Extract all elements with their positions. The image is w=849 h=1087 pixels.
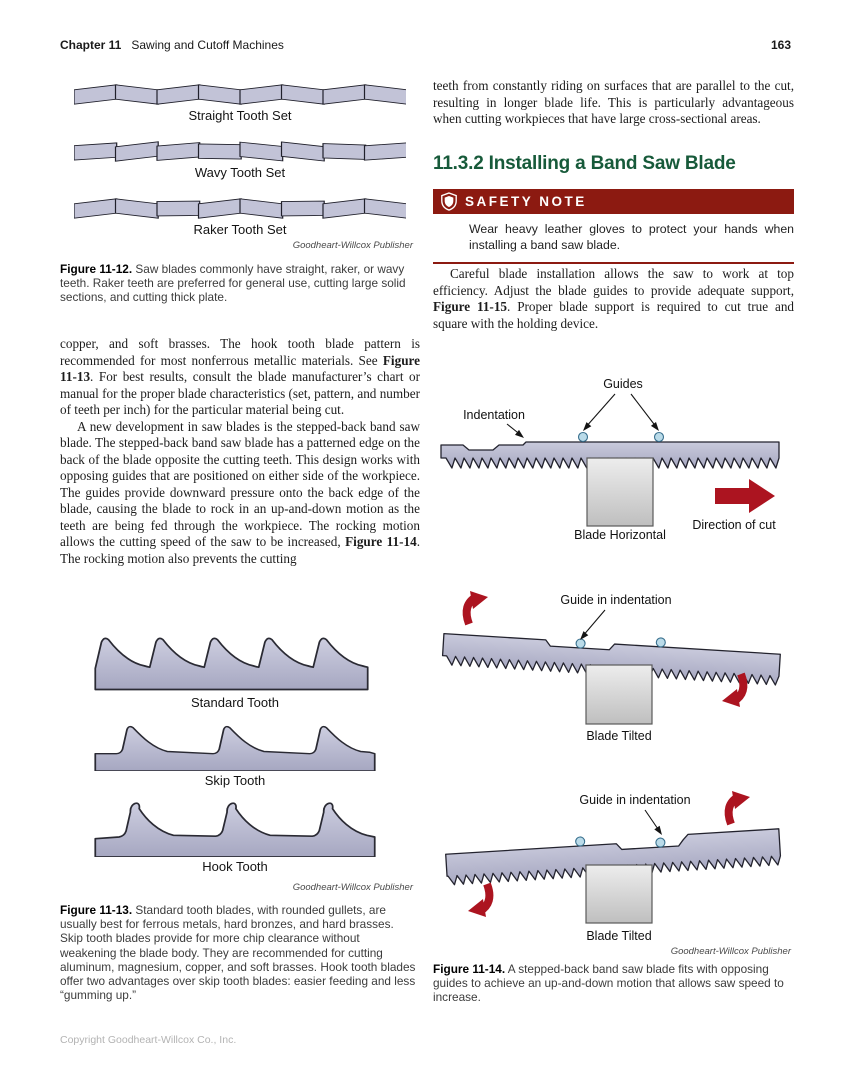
label-arrow [584, 393, 616, 429]
straight-tooth-set-illustration [74, 84, 406, 105]
skip-tooth-illustration [94, 725, 376, 771]
blade-horizontal-label: Blade Horizontal [574, 528, 666, 542]
copyright-notice: Copyright Goodheart-Willcox Co., Inc. [60, 1034, 237, 1046]
guide-roller [655, 837, 666, 848]
arrowhead [583, 422, 592, 431]
figure-reference: Figure 11-15 [433, 299, 508, 314]
section-heading: 11.3.2 Installing a Band Saw Blade [433, 153, 736, 174]
page-header: Chapter 11 Sawing and Cutoff Machines 16… [60, 38, 791, 52]
figure-11-13-caption: Figure 11-13. Standard tooth blades, wit… [60, 903, 416, 1002]
caption-label: Figure 11-14. [433, 962, 506, 976]
paragraph: Careful blade installation allows the sa… [433, 266, 794, 332]
label-arrow [581, 609, 606, 638]
workpiece-block [585, 864, 653, 924]
raker-tooth-set-illustration [74, 198, 406, 219]
caption-label: Figure 11-13. [60, 903, 133, 917]
body-text: copper, and soft brasses. The hook tooth… [60, 336, 420, 368]
safety-note-rule [433, 262, 794, 264]
tooth-set-label: Wavy Tooth Set [194, 165, 286, 180]
chapter-label: Chapter 11 [60, 38, 122, 52]
right-column-intro: teeth from constantly riding on surfaces… [433, 78, 794, 128]
figure-reference: Figure 11-14 [345, 534, 417, 549]
page-number: 163 [770, 38, 791, 52]
tooth-set-label: Straight Tooth Set [188, 108, 292, 123]
direction-of-cut-label: Direction of cut [692, 518, 776, 532]
rock-down-arrow [722, 672, 748, 707]
guide-roller [655, 637, 666, 648]
figure-11-13-credit: Goodheart-Willcox Publisher [292, 882, 413, 893]
rock-up-arrow [724, 791, 750, 826]
caption-text: Standard tooth blades, with rounded gull… [60, 903, 416, 1003]
safety-note: SAFETY NOTE Wear heavy leather gloves to… [433, 189, 794, 264]
guide-roller [575, 836, 586, 847]
figure-11-12-credit: Goodheart-Willcox Publisher [292, 240, 413, 251]
guide-in-indentation-label: Guide in indentation [579, 793, 690, 807]
rock-up-arrow [462, 591, 488, 626]
caption-text: Saw blades commonly have straight, raker… [60, 262, 406, 305]
safety-note-title: SAFETY NOTE [465, 194, 587, 209]
body-text: . For best results, consult the blade ma… [60, 369, 420, 417]
body-text: A new development in saw blades is the s… [60, 418, 420, 550]
hook-tooth-illustration [94, 802, 376, 857]
workpiece-block [585, 664, 653, 725]
figure-11-13: Standard Tooth Skip Tooth Hook Tooth [90, 630, 380, 875]
paragraph: teeth from constantly riding on surfaces… [433, 78, 794, 126]
guides-label: Guides [603, 377, 643, 391]
tooth-set-label: Raker Tooth Set [193, 222, 287, 237]
tooth-profile-label: Standard Tooth [191, 695, 279, 710]
tooth-profile-label: Hook Tooth [202, 859, 268, 874]
standard-tooth-illustration [94, 637, 369, 691]
figure-11-14-credit: Goodheart-Willcox Publisher [670, 946, 791, 957]
body-text: . The rocking motion also prevents the c… [60, 534, 420, 566]
chapter-title: Sawing and Cutoff Machines [131, 38, 284, 52]
blade-tilted-label: Blade Tilted [586, 729, 651, 743]
safety-note-body: Wear heavy leather gloves to protect you… [469, 222, 794, 252]
label-arrow [630, 393, 658, 429]
body-text: Careful blade installation allows the sa… [433, 266, 794, 298]
blade-tilted-right-diagram: Guide in indentation Blade Tilted [445, 791, 782, 943]
caption-label: Figure 11-12. [60, 262, 133, 276]
right-column-body: Careful blade installation allows the sa… [433, 266, 794, 332]
figure-reference: Figure 11-13 [60, 352, 420, 385]
indentation-label: Indentation [463, 408, 525, 422]
arrowhead [514, 429, 524, 438]
caption-text: A stepped-back band saw blade fits with … [433, 962, 784, 1005]
shield-icon [441, 192, 457, 211]
arrowhead [654, 825, 662, 835]
paragraph: copper, and soft brasses. The hook tooth… [60, 336, 420, 419]
arrowhead [650, 421, 659, 431]
wavy-tooth-set-illustration [74, 141, 406, 162]
figure-11-12: Straight Tooth Set Wavy Tooth Set Raker … [74, 83, 406, 238]
blade-tilted-label: Blade Tilted [586, 929, 651, 943]
body-text: . Proper blade support is required to cu… [433, 299, 795, 331]
figure-11-12-caption: Figure 11-12. Saw blades commonly have s… [60, 262, 413, 305]
arrowhead [580, 631, 589, 640]
workpiece-block [586, 457, 654, 527]
tooth-profile-label: Skip Tooth [204, 773, 266, 788]
paragraph: A new development in saw blades is the s… [60, 419, 420, 568]
rock-down-arrow [468, 882, 494, 917]
figure-11-14-caption: Figure 11-14. A stepped-back band saw bl… [433, 962, 793, 1005]
safety-note-bar: SAFETY NOTE [433, 189, 794, 214]
guide-in-indentation-label: Guide in indentation [560, 593, 671, 607]
guide-roller [575, 638, 586, 649]
guide-roller [577, 431, 589, 443]
blade-horizontal-diagram: Guides Indentation Blade Horizontal Dire… [440, 377, 780, 542]
guide-roller [653, 431, 665, 443]
left-column-body: copper, and soft brasses. The hook tooth… [60, 336, 420, 567]
blade-tilted-left-diagram: Guide in indentation Blade Tilted [441, 591, 781, 743]
direction-of-cut-arrow [715, 479, 775, 513]
